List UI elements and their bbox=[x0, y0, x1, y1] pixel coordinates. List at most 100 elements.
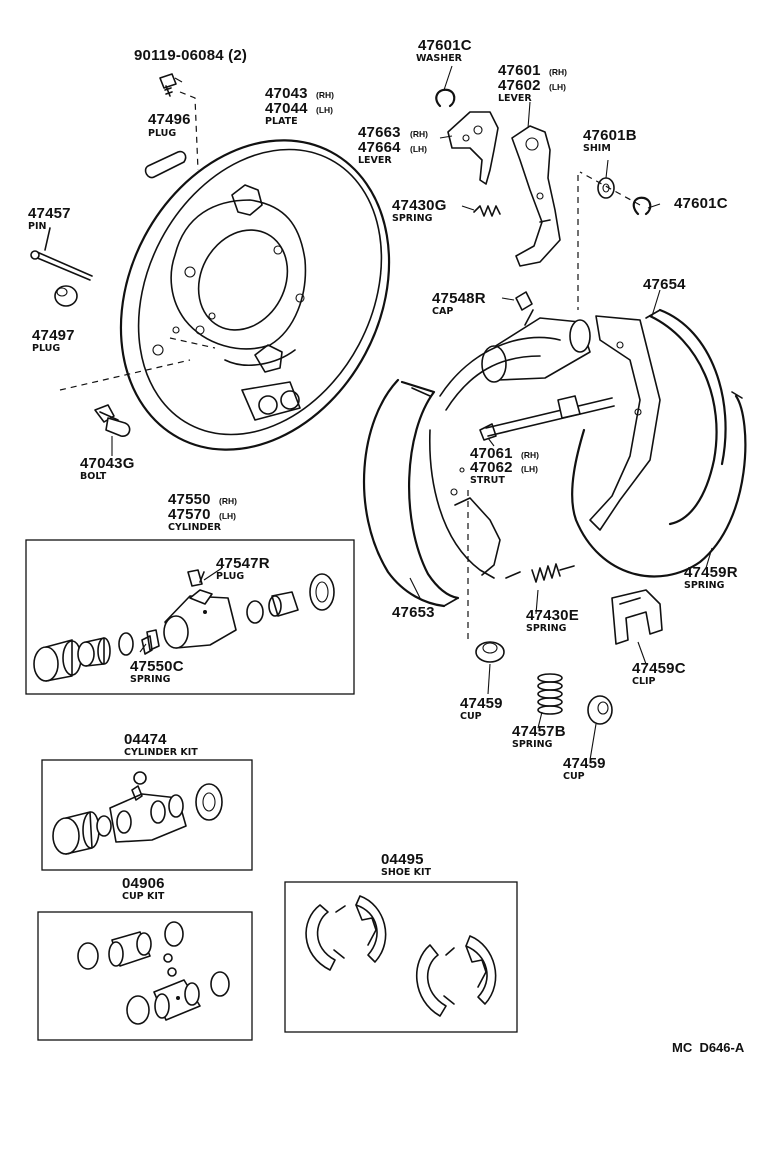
label-47430e-name: SPRING bbox=[526, 623, 567, 634]
label-47664-lh: (LH) bbox=[410, 144, 427, 154]
label-47457b-name: SPRING bbox=[512, 739, 553, 750]
label-47547r: 47547R bbox=[216, 555, 270, 572]
label-47043-rh: (RH) bbox=[316, 90, 334, 100]
cup-47459-icon bbox=[475, 641, 505, 663]
label-47044: 47044 bbox=[265, 100, 308, 117]
label-47663: 47663 bbox=[358, 124, 401, 141]
label-47497: 47497 bbox=[32, 327, 75, 344]
label-47654: 47654 bbox=[643, 276, 686, 293]
label-47044-lh: (LH) bbox=[316, 105, 333, 115]
label-47550: 47550 bbox=[168, 491, 211, 508]
shoe-47653-icon bbox=[363, 378, 460, 608]
leader-lines bbox=[111, 65, 713, 761]
label-47570: 47570 bbox=[168, 506, 211, 523]
diagram-code: MC D646-A bbox=[672, 1040, 745, 1055]
label-47601c-right: 47601C bbox=[674, 195, 728, 212]
label-90119: 90119-06084 (2) bbox=[134, 47, 247, 64]
cup-kit-04906-box bbox=[37, 911, 253, 1041]
label-47061-name: STRUT bbox=[470, 475, 505, 486]
label-47061-rh: (RH) bbox=[521, 450, 539, 460]
label-47663-rh: (RH) bbox=[410, 129, 428, 139]
label-47653: 47653 bbox=[392, 604, 435, 621]
label-47457-name: PIN bbox=[28, 221, 46, 232]
bolt-90119-icon bbox=[159, 73, 177, 97]
label-47601c-top: 47601C bbox=[418, 37, 472, 54]
cylinder-kit-04474-box bbox=[41, 759, 253, 871]
spring-47457b-icon bbox=[537, 673, 563, 715]
label-47601b-name: SHIM bbox=[583, 143, 611, 154]
label-47601b: 47601B bbox=[583, 127, 637, 144]
label-47459-a-name: CUP bbox=[460, 711, 482, 722]
label-47043g-name: BOLT bbox=[80, 471, 107, 482]
lever-47663-icon bbox=[447, 111, 499, 185]
label-47043g: 47043G bbox=[80, 455, 135, 472]
clip-47459c-icon bbox=[611, 589, 663, 645]
label-47459c-name: CLIP bbox=[632, 676, 656, 687]
label-47496-name: PLUG bbox=[148, 128, 176, 139]
plug-47497-icon bbox=[54, 285, 78, 307]
backing-plate bbox=[119, 139, 391, 451]
label-47550-rh: (RH) bbox=[219, 496, 237, 506]
shoe-kit-04495-box bbox=[284, 881, 518, 1033]
label-47459c: 47459C bbox=[632, 660, 686, 677]
label-47602: 47602 bbox=[498, 77, 541, 94]
label-04495-name: SHOE KIT bbox=[381, 867, 432, 878]
cylinder-47550-box bbox=[25, 539, 355, 695]
label-47550c-name: SPRING bbox=[130, 674, 171, 685]
spring-47430g-icon bbox=[473, 205, 501, 217]
label-47601-rh: (RH) bbox=[549, 67, 567, 77]
label-47664: 47664 bbox=[358, 139, 401, 156]
label-04495: 04495 bbox=[381, 851, 424, 868]
label-47550-name: CYLINDER bbox=[168, 522, 222, 533]
label-47062-lh: (LH) bbox=[521, 464, 538, 474]
pin-47457-icon bbox=[30, 227, 93, 281]
label-47457b: 47457B bbox=[512, 723, 566, 740]
shoe-web-icon bbox=[428, 315, 661, 579]
label-47570-lh: (LH) bbox=[219, 511, 236, 521]
bolt-47043g-icon bbox=[94, 404, 131, 437]
label-47601-name: LEVER bbox=[498, 93, 532, 104]
cup-kit-icon bbox=[77, 921, 230, 1025]
label-04474-name: CYLINDER KIT bbox=[124, 747, 198, 758]
cup-47459b-icon bbox=[587, 695, 613, 725]
plug-47496-icon bbox=[144, 150, 187, 179]
label-47430g-name: SPRING bbox=[392, 213, 433, 224]
wheel-cylinder-icon bbox=[33, 569, 335, 682]
label-04906: 04906 bbox=[122, 875, 165, 892]
label-47548r-name: CAP bbox=[432, 306, 453, 317]
label-47663-name: LEVER bbox=[358, 155, 392, 166]
shim-47601b-icon bbox=[597, 177, 615, 199]
label-04906-name: CUP KIT bbox=[122, 891, 165, 902]
cylinder-kit-icon bbox=[52, 771, 223, 855]
label-04474: 04474 bbox=[124, 731, 167, 748]
spring-47430e-icon bbox=[505, 563, 575, 583]
label-47430e: 47430E bbox=[526, 607, 579, 624]
label-47459r-name: SPRING bbox=[684, 580, 725, 591]
label-47459-a: 47459 bbox=[460, 695, 503, 712]
label-47550c: 47550C bbox=[130, 658, 184, 675]
label-47430g: 47430G bbox=[392, 197, 447, 214]
lever-47601-icon bbox=[511, 125, 561, 267]
wheel-cylinder-assembled-icon bbox=[481, 309, 591, 383]
label-47497-name: PLUG bbox=[32, 343, 60, 354]
label-47062: 47062 bbox=[470, 459, 513, 476]
label-47547r-name: PLUG bbox=[216, 571, 244, 582]
washer-47601c-right-icon bbox=[632, 196, 652, 216]
label-47459-b: 47459 bbox=[563, 755, 606, 772]
label-47043: 47043 bbox=[265, 85, 308, 102]
label-47601: 47601 bbox=[498, 62, 541, 79]
spring-47459r-icon bbox=[571, 391, 747, 578]
label-plate: PLATE bbox=[265, 116, 298, 127]
label-47061: 47061 bbox=[470, 445, 513, 462]
label-47457: 47457 bbox=[28, 205, 71, 222]
label-47601c-top-name: WASHER bbox=[416, 53, 463, 64]
shoe-kit-icon bbox=[305, 895, 497, 1017]
label-47602-lh: (LH) bbox=[549, 82, 566, 92]
label-47459-b-name: CUP bbox=[563, 771, 585, 782]
cap-47548r-icon bbox=[515, 291, 533, 311]
label-47459r: 47459R bbox=[684, 564, 738, 581]
washer-47601c-icon bbox=[435, 88, 456, 108]
label-47496: 47496 bbox=[148, 111, 191, 128]
label-47548r: 47548R bbox=[432, 290, 486, 307]
